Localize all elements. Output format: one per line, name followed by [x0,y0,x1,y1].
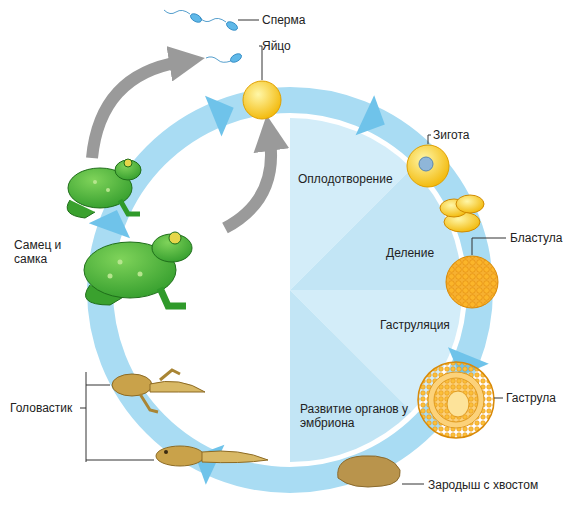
egg [243,81,281,119]
tailed-embryo [338,456,400,487]
stage-label: Гаструляция [380,318,450,332]
grey-arrow [92,62,180,158]
label-sperm: Сперма [262,13,305,27]
ring-arrowhead [205,96,234,137]
blastula [446,256,498,308]
stage-label: Развитие органов у эмбриона [300,402,410,430]
label-egg: Яйцо [262,39,291,53]
label-gastrula: Гаструла [506,391,556,405]
ring-arrowhead [89,210,130,238]
label-tadpole: Головастик [10,401,72,415]
stage-label: Оплодотворение [298,172,393,186]
sperm-cells [164,10,243,64]
tadpoles [112,370,268,466]
stage-label: Деление [386,246,434,260]
ring-arrowhead [356,95,385,135]
zygote [407,145,449,187]
label-blastula: Бластула [510,231,562,245]
male-frog [67,159,141,218]
gastrula [418,362,494,438]
label-frogs: Самец и самка [14,238,76,266]
cleavage-cells [440,195,484,232]
label-zygote: Зигота [433,128,470,142]
female-frog [84,232,192,306]
leader-lines [80,20,506,484]
grey-arrow [225,140,271,228]
label-embryo: Зародыш с хвостом [428,478,538,492]
